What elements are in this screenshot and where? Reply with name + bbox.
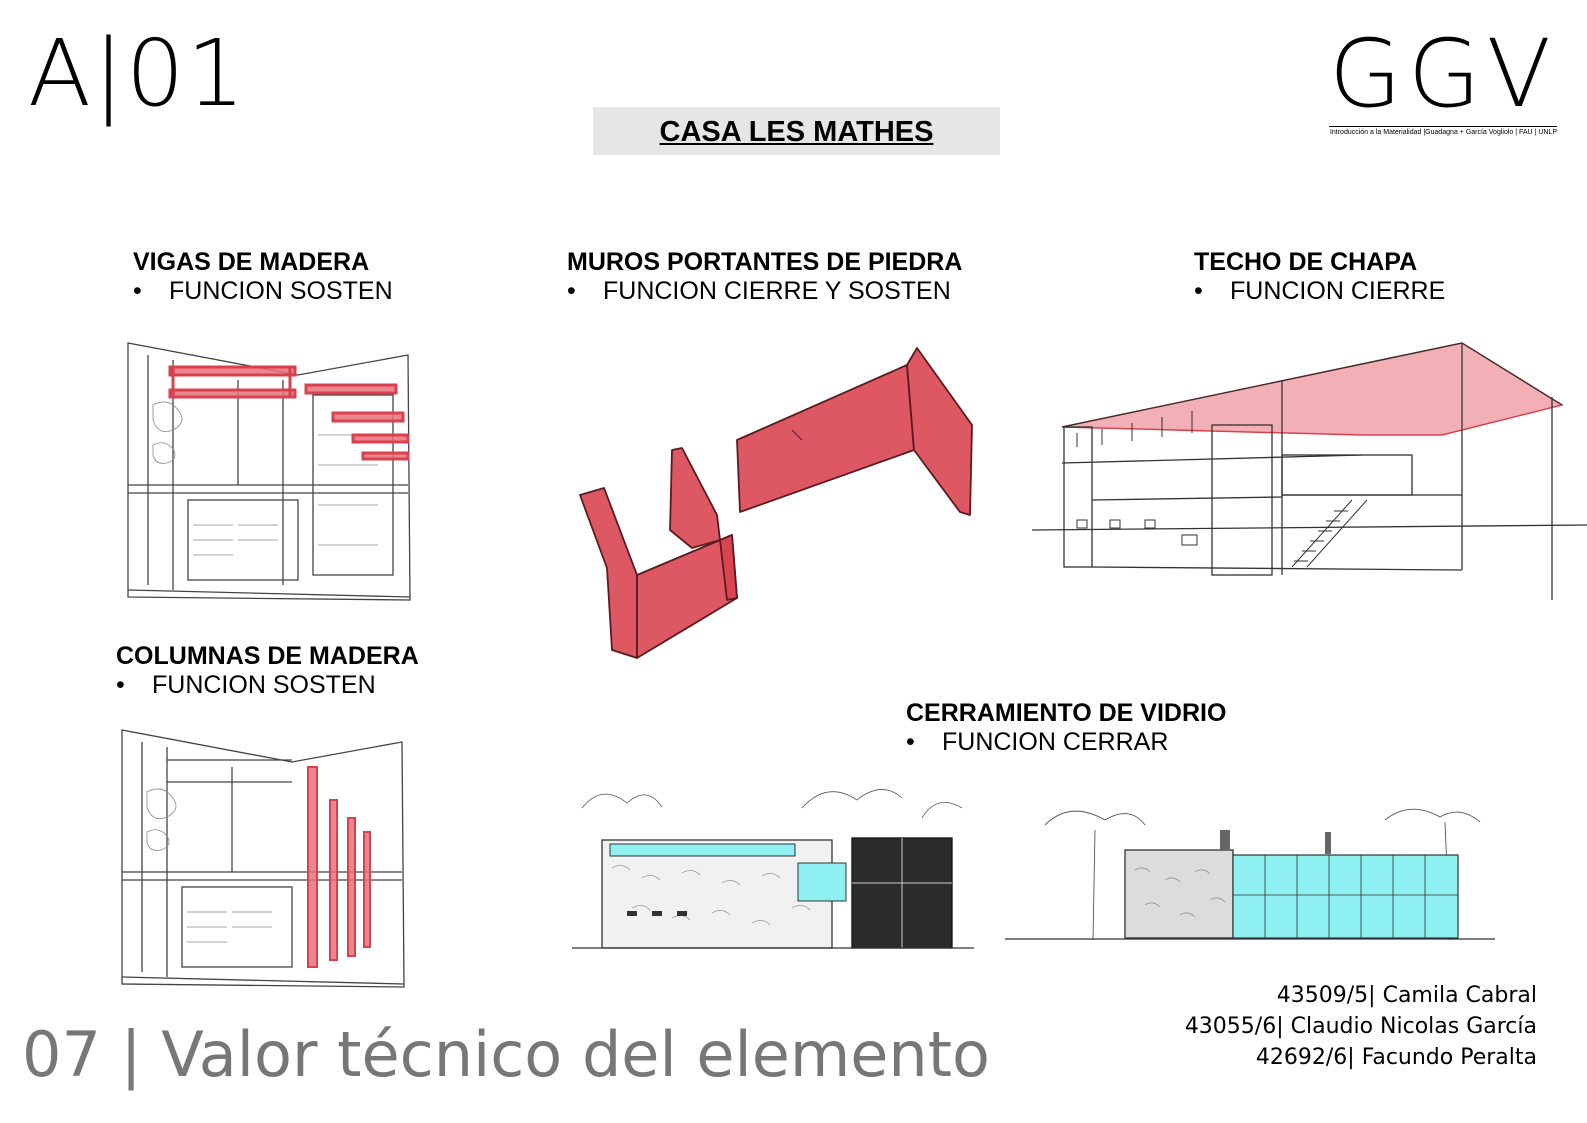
title-box: CASA LES MATHES <box>593 107 1000 155</box>
author-line: 42692/6| Facundo Peralta <box>1255 1045 1537 1070</box>
roof-perspective-sketch <box>1032 342 1587 600</box>
page-title: CASA LES MATHES <box>659 116 934 148</box>
brand-logo: GGV Introducción a la Materialidad |Guad… <box>1329 28 1557 136</box>
label-vidrio: CERRAMIENTO DE VIDRIO •FUNCION CERRAR <box>906 699 1226 757</box>
label-muros: MUROS PORTANTES DE PIEDRA •FUNCION CIERR… <box>567 248 962 306</box>
element-heading: TECHO DE CHAPA <box>1194 248 1418 276</box>
element-bullet: •FUNCION CIERRE Y SOSTEN <box>567 277 951 305</box>
authors-list: 43509/5| Camila Cabral 43055/6| Claudio … <box>1185 980 1537 1073</box>
section-title: 07 | Valor técnico del elemento <box>22 1018 990 1091</box>
glass-elevation-front <box>572 789 974 949</box>
label-vigas: VIGAS DE MADERA •FUNCION SOSTEN <box>133 248 393 306</box>
element-heading: COLUMNAS DE MADERA <box>116 642 419 670</box>
author-line: 43509/5| Camila Cabral <box>1276 983 1537 1008</box>
brand-mark: GGV <box>1329 20 1557 129</box>
element-heading: CERRAMIENTO DE VIDRIO <box>906 699 1227 727</box>
brand-subtitle: Introducción a la Materialidad |Guadagna… <box>1329 126 1557 136</box>
element-bullet: •FUNCION CIERRE <box>1194 277 1446 305</box>
glass-elevation-side <box>1005 808 1495 941</box>
label-techo: TECHO DE CHAPA •FUNCION CIERRE <box>1194 248 1445 306</box>
author-line: 43055/6| Claudio Nicolas García <box>1184 1014 1537 1039</box>
element-bullet: •FUNCION SOSTEN <box>133 277 393 305</box>
element-heading: MUROS PORTANTES DE PIEDRA <box>567 248 963 276</box>
sheet-code: A|01 <box>28 20 247 127</box>
element-heading: VIGAS DE MADERA <box>133 248 370 276</box>
element-bullet: •FUNCION CERRAR <box>906 728 1169 756</box>
label-columnas: COLUMNAS DE MADERA •FUNCION SOSTEN <box>116 642 419 700</box>
element-bullet: •FUNCION SOSTEN <box>116 671 376 699</box>
columns-section-sketch <box>121 729 405 988</box>
beams-section-sketch <box>127 342 411 601</box>
stone-walls-isometric <box>579 347 973 659</box>
